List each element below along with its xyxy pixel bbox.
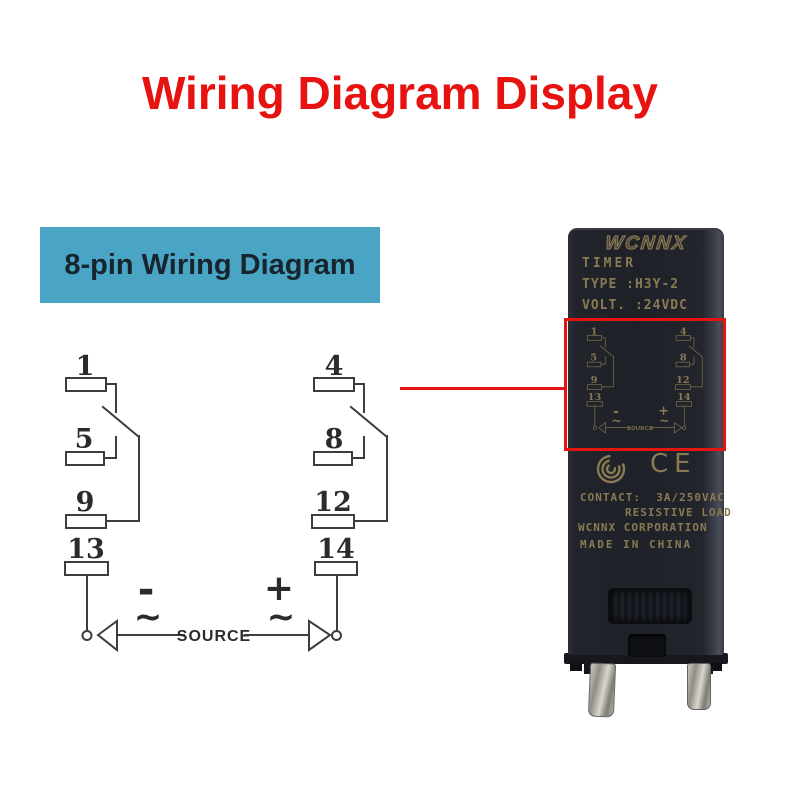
relay-contact-rating: CONTACT: 3A/250VAC: [580, 491, 725, 504]
wire-common-right: [353, 435, 388, 522]
mini-arrow-icon: [598, 421, 606, 434]
arrow-right-icon: [308, 619, 332, 652]
mini-node: [592, 425, 597, 430]
pin-label-4: 4: [325, 351, 344, 382]
mini-pin-5: 5: [590, 353, 597, 364]
pin-label-12: 12: [314, 487, 352, 518]
relay-mini-diagram: 1 5 9 4 8 12 13 SOURCE: [586, 327, 703, 434]
ccc-mark-icon: [596, 454, 626, 484]
tilde-symbol-left: ~: [134, 597, 163, 637]
mini-pin-1: 1: [591, 327, 598, 338]
mini-plus: +: [658, 404, 669, 419]
page-title: Wiring Diagram Display: [142, 67, 658, 119]
wire-8: [351, 436, 365, 459]
relay-type-line: TYPE :H3Y-2: [582, 277, 680, 292]
pin-label-8: 8: [325, 424, 344, 455]
mini-wire: [600, 345, 614, 358]
mini-wire: [690, 337, 695, 349]
relay-voltage-line: VOLT. :24VDC: [582, 298, 688, 313]
mini-pin-4: 4: [680, 327, 687, 338]
mini-terminal: [586, 384, 602, 390]
relay-product-name: TIMER: [582, 256, 637, 271]
pin-label-5: 5: [75, 424, 94, 455]
mini-wire: [690, 356, 703, 388]
mini-terminal: [674, 384, 691, 390]
switch-blade-left: [101, 405, 141, 439]
mini-wire: [600, 356, 606, 365]
mini-wire: [601, 356, 614, 388]
terminal-12: [311, 514, 355, 529]
relay-manufacturer: WCNNX CORPORATION: [578, 521, 708, 534]
pin-label-14: 14: [317, 534, 355, 565]
terminal-9: [65, 514, 107, 529]
minus-symbol: -: [138, 567, 155, 613]
banner-label: 8-pin Wiring Diagram: [64, 248, 356, 281]
pin-label-9: 9: [76, 487, 95, 518]
relay-load-rating: RESISTIVE LOAD: [625, 506, 732, 519]
mini-node: [682, 425, 687, 430]
relay-notch: [628, 634, 666, 657]
relay-foot-left: [570, 663, 582, 671]
mini-wire: [689, 356, 695, 365]
plus-symbol: +: [264, 568, 294, 609]
source-label: SOURCE: [177, 628, 251, 645]
mini-pin-9: 9: [591, 375, 598, 386]
terminal-4: [313, 377, 355, 392]
mini-minus: -: [613, 404, 619, 420]
terminal-1: [65, 377, 107, 392]
relay-origin: MADE IN CHINA: [580, 538, 693, 551]
relay-pin-right: [687, 663, 711, 710]
mini-tilde: ~: [659, 414, 669, 428]
node-right: [331, 630, 342, 641]
wire-common-left: [105, 435, 140, 522]
diagram-banner: 8-pin Wiring Diagram: [40, 227, 380, 303]
tilde-symbol-right: ~: [267, 597, 296, 637]
pin-label-13: 13: [67, 534, 105, 565]
relay-base: [564, 653, 728, 664]
relay-photo: WCNNX TIMER TYPE :H3Y-2 VOLT. :24VDC 1 5…: [568, 228, 731, 657]
mini-source-label: SOURCE: [627, 426, 654, 432]
mini-tilde: ~: [612, 414, 622, 428]
mini-wire: [688, 345, 703, 358]
mini-wire: [601, 337, 606, 349]
mini-arrow-icon: [673, 421, 683, 434]
terminal-5: [65, 451, 105, 466]
arrow-left-icon: [96, 619, 118, 653]
mini-pin-8: 8: [680, 353, 687, 364]
switch-blade-right: [349, 405, 389, 439]
relay-embossed-stamp: [608, 588, 692, 624]
terminal-13: [64, 561, 109, 576]
wire-5: [103, 436, 117, 459]
relay-pin-socket-left: [584, 663, 593, 674]
wire-1: [105, 383, 117, 413]
pin-label-1: 1: [76, 351, 95, 382]
mini-terminal: [676, 401, 692, 407]
relay-brand-logo: WCNNX: [604, 233, 689, 255]
wiring-schematic: 1 5 9 4 8 12 13 SOURCE 14 -: [64, 351, 389, 653]
wire-4: [353, 383, 365, 413]
relay-foot-right: [710, 663, 722, 671]
mini-pin-12: 12: [676, 375, 689, 386]
ce-mark: CE: [650, 449, 697, 479]
relay-pin-left: [587, 662, 617, 718]
node-left: [81, 630, 93, 641]
mini-pin-13: 13: [588, 392, 602, 403]
callout-connector-line: [400, 387, 564, 390]
terminal-14: [314, 561, 358, 576]
mini-pin-14: 14: [677, 392, 691, 403]
terminal-8: [313, 451, 353, 466]
